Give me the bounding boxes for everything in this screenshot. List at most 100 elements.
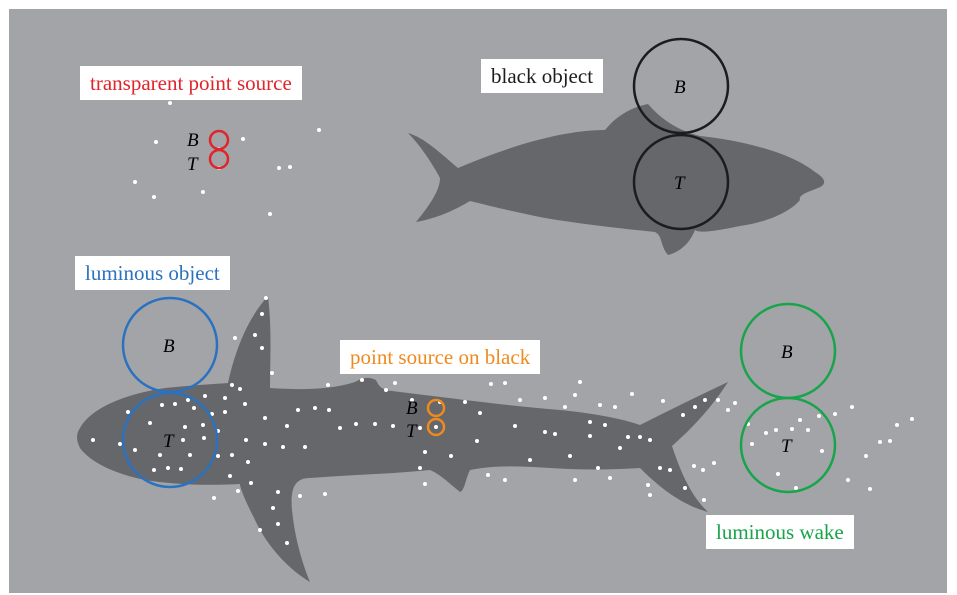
on-black-b-glyph: B bbox=[406, 398, 418, 419]
luminous-dot bbox=[626, 435, 630, 439]
luminous-dot bbox=[360, 378, 364, 382]
luminous-dot bbox=[864, 454, 868, 458]
luminous-dot bbox=[702, 498, 706, 502]
luminous-dot bbox=[423, 482, 427, 486]
luminous-dot bbox=[152, 195, 156, 199]
luminous-dot bbox=[817, 414, 821, 418]
luminous-dot bbox=[703, 398, 707, 402]
luminous-dot bbox=[338, 426, 342, 430]
luminous-dot bbox=[888, 439, 892, 443]
luminous-dot bbox=[263, 442, 267, 446]
luminous-dot bbox=[393, 381, 397, 385]
luminous-dot bbox=[230, 383, 234, 387]
luminous-dot bbox=[228, 474, 232, 478]
luminous-dot bbox=[323, 492, 327, 496]
luminous-dot bbox=[513, 424, 517, 428]
luminous-dot bbox=[260, 312, 264, 316]
luminous-dot bbox=[646, 483, 650, 487]
luminous-dot bbox=[701, 468, 705, 472]
luminous-dot bbox=[276, 522, 280, 526]
luminous-dot bbox=[188, 453, 192, 457]
luminous-dot bbox=[794, 486, 798, 490]
luminous-dot bbox=[568, 454, 572, 458]
luminous-dot bbox=[271, 506, 275, 510]
luminous-dot bbox=[201, 423, 205, 427]
luminous-dot bbox=[712, 461, 716, 465]
luminous-dot bbox=[236, 489, 240, 493]
luminous-dot bbox=[281, 445, 285, 449]
luminous-dot bbox=[268, 212, 272, 216]
luminous-dot bbox=[596, 466, 600, 470]
luminous-dot bbox=[528, 458, 532, 462]
luminous-dot bbox=[326, 383, 330, 387]
luminous-dot bbox=[384, 388, 388, 392]
label-luminous-object: luminous object bbox=[75, 256, 230, 290]
luminous-dot bbox=[260, 346, 264, 350]
luminous-dot bbox=[118, 442, 122, 446]
luminous-dot bbox=[661, 399, 665, 403]
label-luminous-wake: luminous wake bbox=[706, 515, 854, 549]
luminous-dot bbox=[573, 478, 577, 482]
transparent-t-glyph: T bbox=[187, 154, 199, 175]
luminous-dot bbox=[418, 426, 422, 430]
luminous-dot bbox=[303, 445, 307, 449]
luminous-dot bbox=[563, 405, 567, 409]
luminous-dot bbox=[618, 446, 622, 450]
luminous-dot bbox=[133, 180, 137, 184]
label-transparent-point-source: transparent point source bbox=[80, 66, 302, 100]
luminous-dot bbox=[202, 436, 206, 440]
luminous-dot bbox=[776, 472, 780, 476]
wake-t-glyph: T bbox=[781, 436, 793, 457]
luminous-dot bbox=[733, 401, 737, 405]
black-t-glyph: T bbox=[674, 173, 686, 194]
luminous-dot bbox=[798, 418, 802, 422]
luminous-dot bbox=[258, 528, 262, 532]
luminous-dot bbox=[285, 424, 289, 428]
luminous-dot bbox=[750, 442, 754, 446]
luminous-b-glyph: B bbox=[163, 336, 175, 357]
luminous-dot bbox=[910, 417, 914, 421]
luminous-dot bbox=[173, 402, 177, 406]
luminous-dot bbox=[895, 423, 899, 427]
on-black-t-glyph: T bbox=[406, 421, 418, 442]
luminous-dot bbox=[354, 422, 358, 426]
luminous-dot bbox=[223, 396, 227, 400]
luminous-dot bbox=[806, 428, 810, 432]
luminous-dot bbox=[238, 387, 242, 391]
luminous-dot bbox=[603, 423, 607, 427]
luminous-dot bbox=[681, 413, 685, 417]
luminous-dot bbox=[160, 403, 164, 407]
luminous-dot bbox=[693, 405, 697, 409]
luminous-dot bbox=[486, 473, 490, 477]
luminous-dot bbox=[683, 486, 687, 490]
luminous-dot bbox=[270, 371, 274, 375]
luminous-dot bbox=[186, 398, 190, 402]
luminous-dot bbox=[243, 402, 247, 406]
luminous-dot bbox=[489, 382, 493, 386]
luminous-dot bbox=[878, 440, 882, 444]
luminous-dot bbox=[774, 428, 778, 432]
luminous-dot bbox=[223, 410, 227, 414]
luminous-dot bbox=[543, 396, 547, 400]
luminous-dot bbox=[630, 392, 634, 396]
luminous-dot bbox=[181, 438, 185, 442]
luminous-dot bbox=[658, 466, 662, 470]
luminous-dot bbox=[475, 439, 479, 443]
luminous-dot bbox=[253, 333, 257, 337]
luminous-dot bbox=[263, 416, 267, 420]
luminous-dot bbox=[648, 438, 652, 442]
luminous-dot bbox=[168, 101, 172, 105]
luminous-dot bbox=[692, 464, 696, 468]
luminous-dot bbox=[288, 165, 292, 169]
luminous-dot bbox=[820, 449, 824, 453]
luminous-dot bbox=[608, 476, 612, 480]
luminous-dot bbox=[285, 541, 289, 545]
luminous-dot bbox=[296, 408, 300, 412]
luminous-t-glyph: T bbox=[163, 431, 175, 452]
luminous-dot bbox=[203, 394, 207, 398]
transparent-b-glyph: B bbox=[187, 130, 199, 151]
luminous-dot bbox=[391, 424, 395, 428]
luminous-dot bbox=[166, 466, 170, 470]
luminous-dot bbox=[201, 190, 205, 194]
wake-b-glyph: B bbox=[781, 342, 793, 363]
